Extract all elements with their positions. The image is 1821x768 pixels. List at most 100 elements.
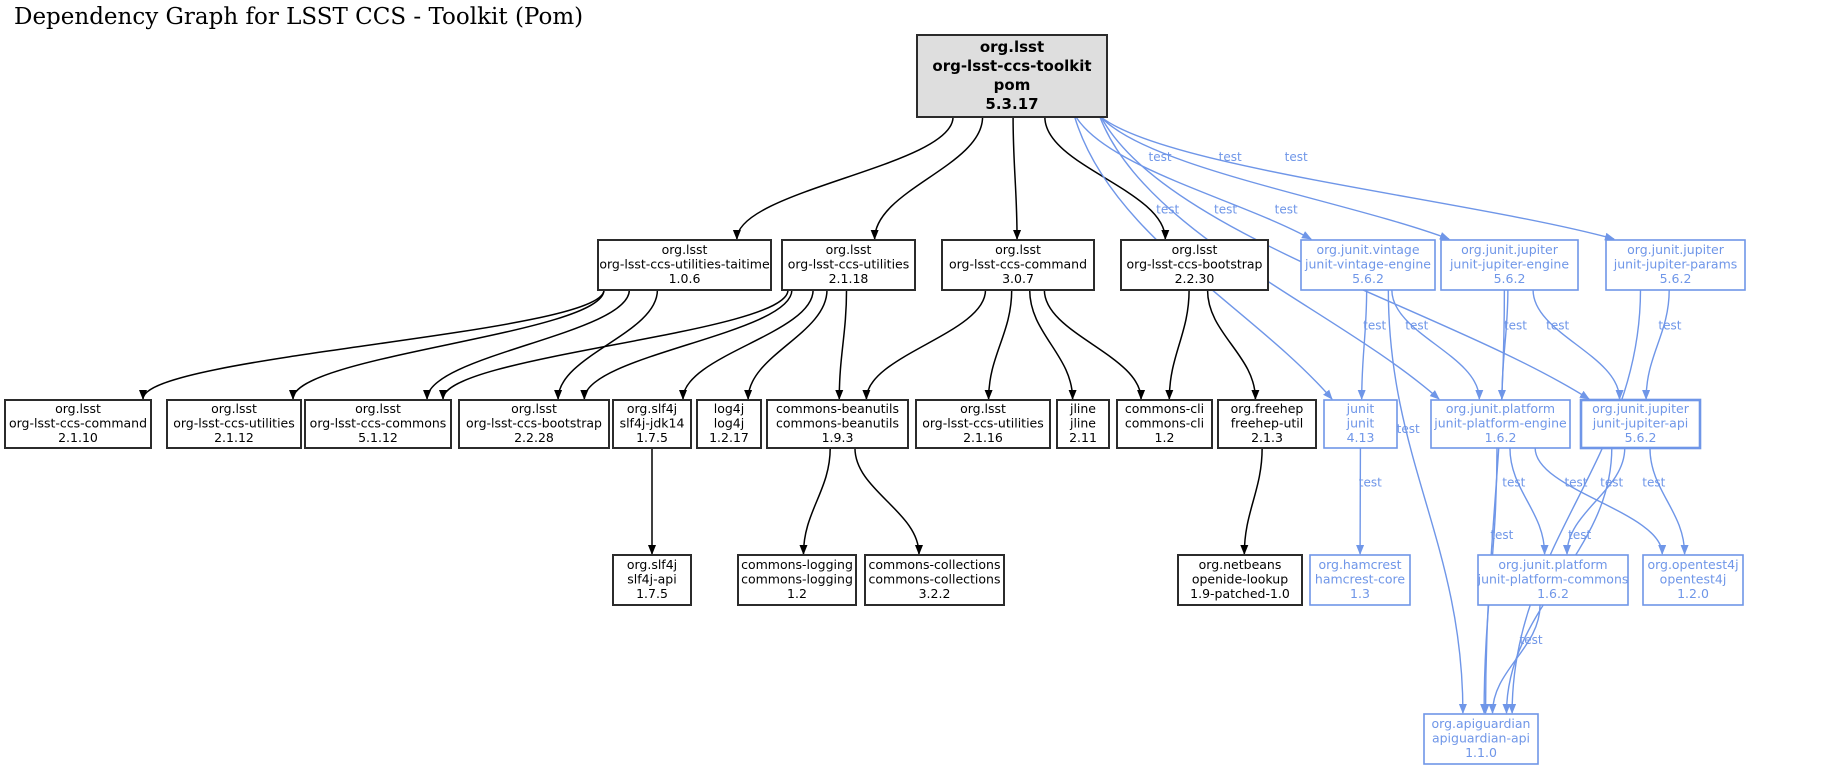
node-artifact: freehep-util <box>1231 416 1303 431</box>
node-version: 4.13 <box>1347 430 1375 445</box>
node-box[interactable] <box>915 399 1051 449</box>
node-group: commons-cli <box>1125 401 1204 416</box>
node-box[interactable] <box>1120 239 1269 291</box>
graph-node-jupiter-engine[interactable]: org.junit.jupiterjunit-jupiter-engine5.6… <box>1440 239 1579 291</box>
node-box[interactable] <box>696 399 762 449</box>
node-artifact: commons-cli <box>1125 416 1204 431</box>
node-group: org.opentest4j <box>1647 557 1738 572</box>
node-box[interactable] <box>1323 399 1398 449</box>
node-box[interactable] <box>781 239 916 291</box>
node-box[interactable] <box>766 399 909 449</box>
dependency-edge <box>1391 289 1484 400</box>
dependency-edge <box>1043 289 1146 400</box>
graph-node-platform-commons[interactable]: org.junit.platformjunit-platform-commons… <box>1477 554 1629 606</box>
node-group: org.hamcrest <box>1318 557 1401 572</box>
node-box[interactable] <box>1477 554 1629 606</box>
edge-label-test: test <box>1568 528 1591 542</box>
dependency-edge <box>1534 447 1667 555</box>
node-version: 2.1.10 <box>58 430 98 445</box>
edge-label-test: test <box>1363 318 1386 332</box>
nodes-layer: org.lsstorg-lsst-ccs-toolkitpom5.3.17org… <box>4 34 1746 765</box>
node-box[interactable] <box>1056 399 1110 449</box>
node-version: 1.3 <box>1350 586 1370 601</box>
node-version: 1.2.0 <box>1677 586 1709 601</box>
node-artifact: org-lsst-ccs-utilities <box>788 257 910 272</box>
dependency-edge <box>835 289 848 400</box>
node-group: org.junit.vintage <box>1316 242 1419 257</box>
node-box[interactable] <box>864 554 1005 606</box>
node-artifact: org-lsst-ccs-utilities-taitime <box>599 257 770 272</box>
node-box[interactable] <box>1300 239 1436 291</box>
node-packaging: pom <box>994 76 1031 94</box>
node-group: org.apiguardian <box>1432 716 1531 731</box>
node-box[interactable] <box>166 399 302 449</box>
node-version: 1.6.2 <box>1537 586 1569 601</box>
node-box[interactable] <box>941 239 1095 291</box>
node-group: org.lsst <box>355 401 401 416</box>
dependency-edge <box>1240 447 1263 555</box>
node-box[interactable] <box>1642 554 1744 606</box>
graph-node-vintage-engine[interactable]: org.junit.vintagejunit-vintage-engine5.6… <box>1300 239 1436 291</box>
node-box[interactable] <box>612 399 692 449</box>
dependency-edge <box>1387 289 1467 714</box>
node-box[interactable] <box>1423 713 1539 765</box>
dependency-edge <box>1488 604 1541 714</box>
node-box[interactable] <box>597 239 772 291</box>
dependency-edge <box>1206 289 1260 400</box>
node-artifact: org-lsst-ccs-toolkit <box>932 57 1091 75</box>
graph-node-commons-collections[interactable]: commons-collectionscommons-collections3.… <box>864 554 1005 606</box>
node-group: org.netbeans <box>1199 557 1282 572</box>
node-box[interactable] <box>1177 554 1303 606</box>
node-box[interactable] <box>1116 399 1213 449</box>
node-box[interactable] <box>1217 399 1317 449</box>
node-box[interactable] <box>916 34 1108 118</box>
dependency-edge <box>1642 289 1670 400</box>
node-box[interactable] <box>304 399 452 449</box>
graph-node-platform-engine[interactable]: org.junit.platformjunit-platform-engine1… <box>1430 399 1571 449</box>
node-box[interactable] <box>1309 554 1411 606</box>
node-box[interactable] <box>612 554 692 606</box>
node-version: 5.6.2 <box>1352 271 1384 286</box>
node-version: 1.9-patched-1.0 <box>1190 586 1290 601</box>
node-group: commons-logging <box>741 557 853 572</box>
node-box[interactable] <box>1430 399 1571 449</box>
node-box[interactable] <box>1440 239 1579 291</box>
dependency-edge <box>1481 289 1506 714</box>
node-box[interactable] <box>737 554 857 606</box>
graph-node-jupiter-params[interactable]: org.junit.jupiterjunit-jupiter-params5.6… <box>1605 239 1746 291</box>
node-box[interactable] <box>1579 398 1702 450</box>
graph-node-taitime[interactable]: org.lsstorg-lsst-ccs-utilities-taitime1.… <box>597 239 772 291</box>
edge-label-test: test <box>1285 150 1308 164</box>
edge-label-test: test <box>1502 475 1525 489</box>
node-box[interactable] <box>458 399 610 449</box>
node-version: 1.9.3 <box>822 430 854 445</box>
graph-node-openide-lookup[interactable]: org.netbeansopenide-lookup1.9-patched-1.… <box>1177 554 1303 606</box>
edge-label-test: test <box>1504 318 1527 332</box>
node-box[interactable] <box>4 399 152 449</box>
node-box[interactable] <box>1605 239 1746 291</box>
node-version: 1.2.17 <box>709 430 749 445</box>
